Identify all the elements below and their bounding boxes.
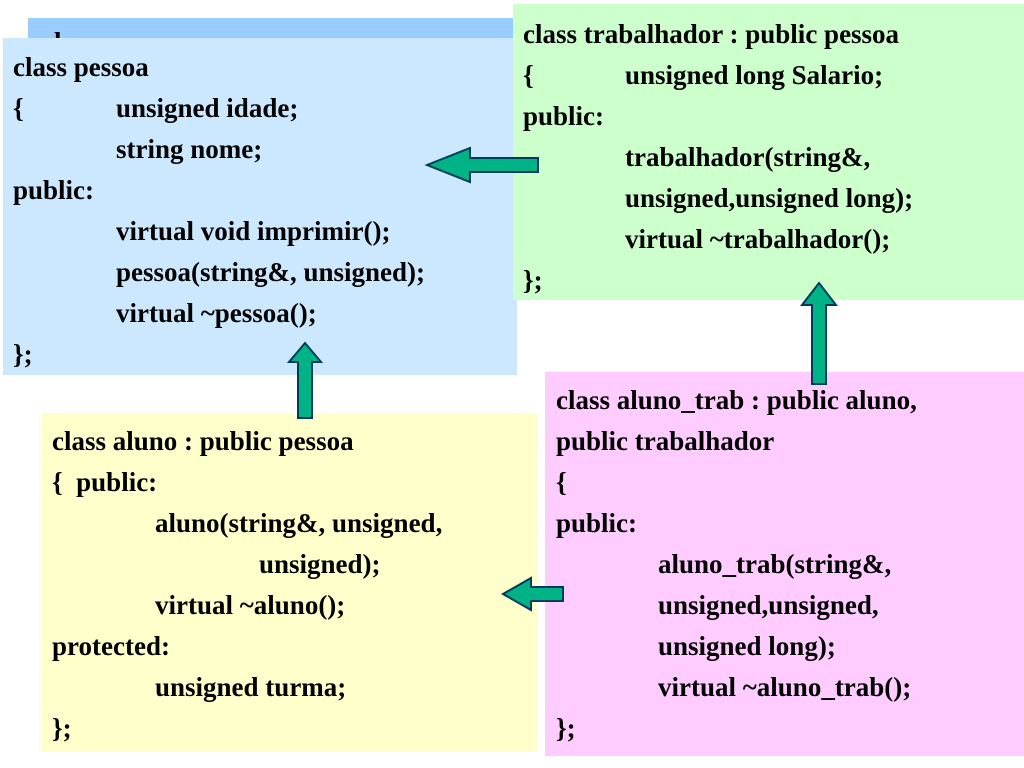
class-pessoa-box: class pessoa { unsigned idade; string no… <box>3 38 517 375</box>
pessoa-line-7: pessoa(string&, unsigned); <box>116 257 426 287</box>
aluno-trab-line-7: unsigned long); <box>658 631 836 661</box>
class-aluno-trab-box: class aluno_trab : public aluno, public … <box>545 372 1024 756</box>
pessoa-line-9: }; <box>13 339 33 369</box>
aluno-trab-line-1: class aluno_trab : public aluno, <box>556 385 917 415</box>
aluno-trab-line-2: public trabalhador <box>556 426 775 456</box>
arrow-trabalhador-to-pessoa <box>424 146 539 184</box>
trabalhador-line-7: virtual ~trabalhador(); <box>625 224 891 254</box>
aluno-line-3: aluno(string&, unsigned, <box>155 508 443 538</box>
aluno-line-8: }; <box>52 713 72 743</box>
aluno-line-6: protected: <box>52 631 170 661</box>
pessoa-line-8: virtual ~pessoa(); <box>116 298 317 328</box>
aluno-line-4: unsigned); <box>259 549 381 579</box>
class-trabalhador-box: class trabalhador : public pessoa { unsi… <box>513 4 1024 300</box>
pessoa-line-6: virtual void imprimir(); <box>116 216 391 246</box>
pessoa-line-3: unsigned idade; <box>116 93 299 123</box>
aluno-line-2: { public: <box>52 467 158 497</box>
class-aluno-box: class aluno : public pessoa { public: al… <box>42 413 538 752</box>
aluno-trab-line-9: }; <box>556 713 576 743</box>
pessoa-line-5: public: <box>13 175 95 205</box>
trabalhador-line-2: { <box>523 60 534 90</box>
trabalhador-line-8: }; <box>523 265 543 295</box>
aluno-line-7: unsigned turma; <box>155 672 347 702</box>
aluno-line-5: virtual ~aluno(); <box>155 590 346 620</box>
aluno-trab-line-3: { <box>556 467 567 497</box>
trabalhador-line-4: public: <box>523 101 605 131</box>
aluno-line-1: class aluno : public pessoa <box>52 426 354 456</box>
arrow-aluno-to-pessoa <box>286 341 324 419</box>
trabalhador-line-5: trabalhador(string&, <box>625 142 871 172</box>
pessoa-line-1: class pessoa <box>13 52 149 82</box>
arrow-aluno-trab-to-trabalhador <box>799 281 839 385</box>
trabalhador-line-1: class trabalhador : public pessoa <box>523 19 900 49</box>
pessoa-line-2: { <box>13 93 24 123</box>
arrow-aluno-trab-to-aluno <box>500 576 564 612</box>
aluno-trab-line-8: virtual ~aluno_trab(); <box>658 672 912 702</box>
trabalhador-line-6: unsigned,unsigned long); <box>625 183 914 213</box>
aluno-trab-line-5: aluno_trab(string&, <box>658 549 892 579</box>
trabalhador-line-3: unsigned long Salario; <box>625 60 884 90</box>
aluno-trab-line-6: unsigned,unsigned, <box>658 590 879 620</box>
aluno-trab-line-4: public: <box>556 508 638 538</box>
pessoa-line-4: string nome; <box>116 134 263 164</box>
